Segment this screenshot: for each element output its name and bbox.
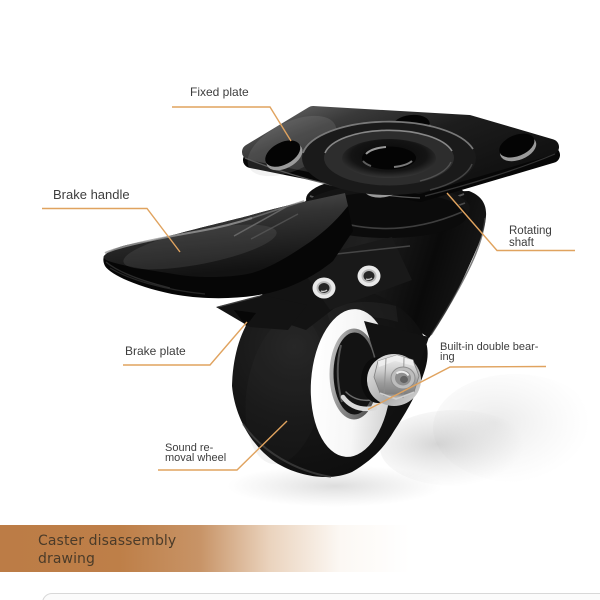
leader-lines [42,106,575,471]
plate-dome [302,120,476,195]
brake-handle-part [103,193,354,299]
label-text: Built-in double bear- [440,341,539,353]
label-text: Rotating [509,225,552,237]
caption-line: drawing [38,551,96,567]
leader-brake-plate [123,321,248,366]
brake-plate-part [216,295,307,330]
caption-line: Caster disassembly [38,533,177,549]
label-fixed-plate: Fixed plate [190,86,249,99]
leader-bearing [367,365,547,411]
label-rotating-shaft: Rotating shaft [509,225,552,249]
axle-hardware [340,354,421,412]
leader-rotating-shaft [446,192,575,252]
label-text: Brake handle [53,187,130,202]
rivet [357,265,381,287]
label-built-in-double-bearing: Built-in double bear- ing [440,341,539,363]
soft-shadows [227,374,597,507]
label-brake-plate: Brake plate [125,345,186,358]
label-text: Sound re- [165,442,214,454]
fixed-plate-part [242,106,560,202]
label-brake-handle: Brake handle [53,188,130,202]
label-text: shaft [509,237,534,250]
leader-fixed-plate [172,106,292,142]
label-text: moval wheel [165,452,227,465]
next-section-card [42,593,600,600]
caption-text: Caster disassembly drawing [38,532,176,568]
label-text: Brake plate [125,344,186,358]
label-text: Fixed plate [190,85,249,99]
leader-brake-handle [42,207,181,253]
rivet [312,277,336,299]
label-text: ing [440,350,455,363]
label-sound-removal-wheel: Sound re- moval wheel [165,442,227,465]
leader-sound-wheel [158,420,288,471]
caption-banner: Caster disassembly drawing [0,525,600,572]
